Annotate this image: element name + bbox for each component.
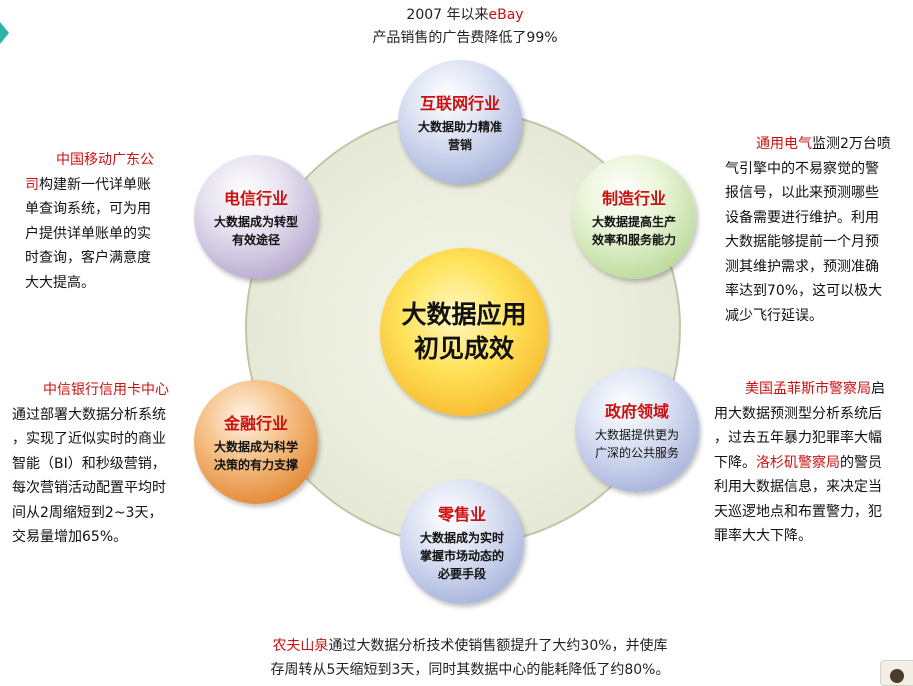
text-citic-bank: 中信银行信用卡中心 通过部署大数据分析系统 ，实现了近似实时的商业智能（BI）和秒… (12, 378, 192, 550)
retail-title: 零售业 (437, 505, 486, 524)
china-mobile-line: 时查询，客户满意度 (25, 250, 151, 266)
ge-line: 减少飞行延误。 (725, 307, 823, 324)
manufacturing-desc-line2: 效率和服务能力 (591, 233, 676, 247)
bottom-caption-line2: 存周转从5天缩短到3天，同时其数据中心的能耗降低了约80%。 (270, 662, 670, 678)
police-line: 罪率大大下降。 (714, 528, 812, 544)
nongfu-name: 农夫山泉 (272, 638, 329, 654)
ge-lines: 气引擎中的不易察觉的警报信号，以此来预测哪些设备需要进行维护。利用大数据能够提前… (725, 157, 910, 329)
center-title-line1: 大数据应用 (401, 300, 527, 329)
memphis-police-name: 美国孟菲斯市警察局 (745, 381, 871, 397)
bottom-caption-line1: 农夫山泉通过大数据分析技术使销售额提升了大约30%，并使库 (220, 634, 720, 658)
circle-telecom: 电信行业 大数据成为转型 有效途径 (194, 155, 318, 279)
police-line1-rest: 启 (871, 381, 885, 397)
telecom-desc-line2: 有效途径 (231, 233, 280, 247)
corner-arrow-icon (0, 22, 9, 44)
ge-line: 测其维护需求，预测准确 (725, 258, 879, 275)
manufacturing-desc-line1: 大数据提高生产 (591, 215, 676, 229)
police-line2: 用大数据预测型分析系统后 (714, 405, 882, 422)
internet-desc-line1: 大数据助力精准 (417, 120, 502, 134)
telecom-desc-line1: 大数据成为转型 (213, 215, 298, 229)
government-title: 政府领域 (604, 402, 669, 421)
citic-bank-lines: 通过部署大数据分析系统 ，实现了近似实时的商业智能（BI）和秒级营销， 每次营销活动… (12, 403, 192, 550)
ge-line1-rest: 监测2万台喷 (812, 136, 891, 152)
telecom-title: 电信行业 (223, 189, 288, 208)
citic-bank-line: 间从2周缩短到2~3天， (12, 504, 163, 521)
manufacturing-title: 制造行业 (601, 189, 666, 208)
circle-finance: 金融行业 大数据成为科学 决策的有力支撑 (194, 380, 318, 504)
citic-bank-line: ，实现了近似实时的商业 (12, 431, 166, 447)
citic-bank-line: 每次营销活动配置平均时 (12, 480, 166, 496)
circle-retail: 零售业 大数据成为实时 掌握市场动态的 必要手段 (400, 480, 524, 604)
bottom-caption: 农夫山泉通过大数据分析技术使销售额提升了大约30%，并使库 存周转从5天缩短到3… (220, 634, 720, 682)
china-mobile-line: 大大提高。 (25, 274, 95, 291)
china-mobile-line: 司构建新一代详单账 (25, 176, 151, 193)
police-line: 利用大数据信息，来决定当 (714, 479, 882, 495)
top-caption: 2007 年以来eBay 产品销售的广告费降低了99% (360, 4, 570, 50)
top-caption-year: 2007 年以来 (406, 7, 489, 23)
circle-internet: 互联网行业 大数据助力精准 营销 (398, 60, 522, 184)
text-police: 美国孟菲斯市警察局启 用大数据预测型分析系统后 ，过去五年暴力犯罪率大幅 下降。… (714, 377, 910, 549)
retail-desc-line3: 必要手段 (437, 567, 486, 581)
internet-title: 互联网行业 (419, 94, 500, 113)
ge-line: 大数据能够提前一个月预 (725, 234, 879, 250)
ge-line: 报信号，以此来预测哪些 (725, 185, 879, 201)
center-circle: 大数据应用 初见成效 (380, 248, 548, 416)
finance-title: 金融行业 (223, 414, 288, 433)
top-caption-ebay: eBay (488, 7, 524, 23)
china-mobile-line: 单查询系统，可为用 (25, 201, 151, 217)
citic-bank-name: 中信银行信用卡中心 (43, 382, 169, 398)
internet-desc-line2: 营销 (447, 138, 472, 152)
text-china-mobile: 中国移动广东公 司构建新一代详单账单查询系统，可为用户提供详单账单的实时查询，客… (25, 148, 205, 295)
la-police-name: 洛杉矶警察局 (756, 454, 840, 471)
finance-desc-line2: 决策的有力支撑 (213, 458, 298, 472)
center-title-line2: 初见成效 (413, 334, 514, 363)
ge-line: 率达到70%，这可以极大 (725, 283, 883, 299)
police-line: 天巡逻地点和布置警力，犯 (714, 503, 882, 520)
china-mobile-lines: 司构建新一代详单账单查询系统，可为用户提供详单账单的实时查询，客户满意度大大提高… (25, 173, 205, 296)
top-caption-line2: 产品销售的广告费降低了99% (372, 30, 558, 46)
retail-desc-line2: 掌握市场动态的 (419, 549, 504, 563)
citic-bank-line: 通过部署大数据分析系统 (12, 406, 166, 423)
police-line4-b: 的警员 (840, 454, 882, 471)
china-mobile-name-tail: 司 (25, 176, 39, 193)
ge-name: 通用电气 (756, 136, 812, 152)
citic-bank-line: 交易量增加65%。 (12, 529, 128, 545)
china-mobile-name: 中国移动广东公 (56, 152, 154, 168)
corner-logo-icon (880, 660, 913, 686)
citic-bank-line: 智能（BI）和秒级营销， (12, 455, 166, 472)
bottom-caption-line1-rest: 通过大数据分析技术使销售额提升了大约30%，并使库 (328, 638, 668, 654)
top-caption-line1: 2007 年以来eBay (360, 4, 570, 27)
police-line4-a: 下降。 (714, 454, 756, 471)
ge-line: 气引擎中的不易察觉的警 (725, 160, 879, 177)
text-ge: 通用电气监测2万台喷 气引擎中的不易察觉的警报信号，以此来预测哪些设备需要进行维… (725, 132, 910, 328)
police-line4: 下降。洛杉矶警察局的警员 (714, 451, 910, 476)
government-desc-line1: 大数据提供更为 (594, 428, 679, 442)
finance-desc-line1: 大数据成为科学 (213, 440, 298, 454)
police-lines: 利用大数据信息，来决定当天巡逻地点和布置警力，犯罪率大大下降。 (714, 475, 910, 549)
ge-line: 设备需要进行维护。利用 (725, 209, 879, 226)
police-line3: ，过去五年暴力犯罪率大幅 (714, 430, 882, 446)
china-mobile-line: 户提供详单账单的实 (25, 225, 151, 242)
retail-desc-line1: 大数据成为实时 (419, 531, 504, 545)
government-desc-line2: 广深的公共服务 (594, 446, 679, 460)
circle-manufacturing: 制造行业 大数据提高生产 效率和服务能力 (572, 155, 696, 279)
circle-government: 政府领域 大数据提供更为 广深的公共服务 (575, 368, 699, 492)
